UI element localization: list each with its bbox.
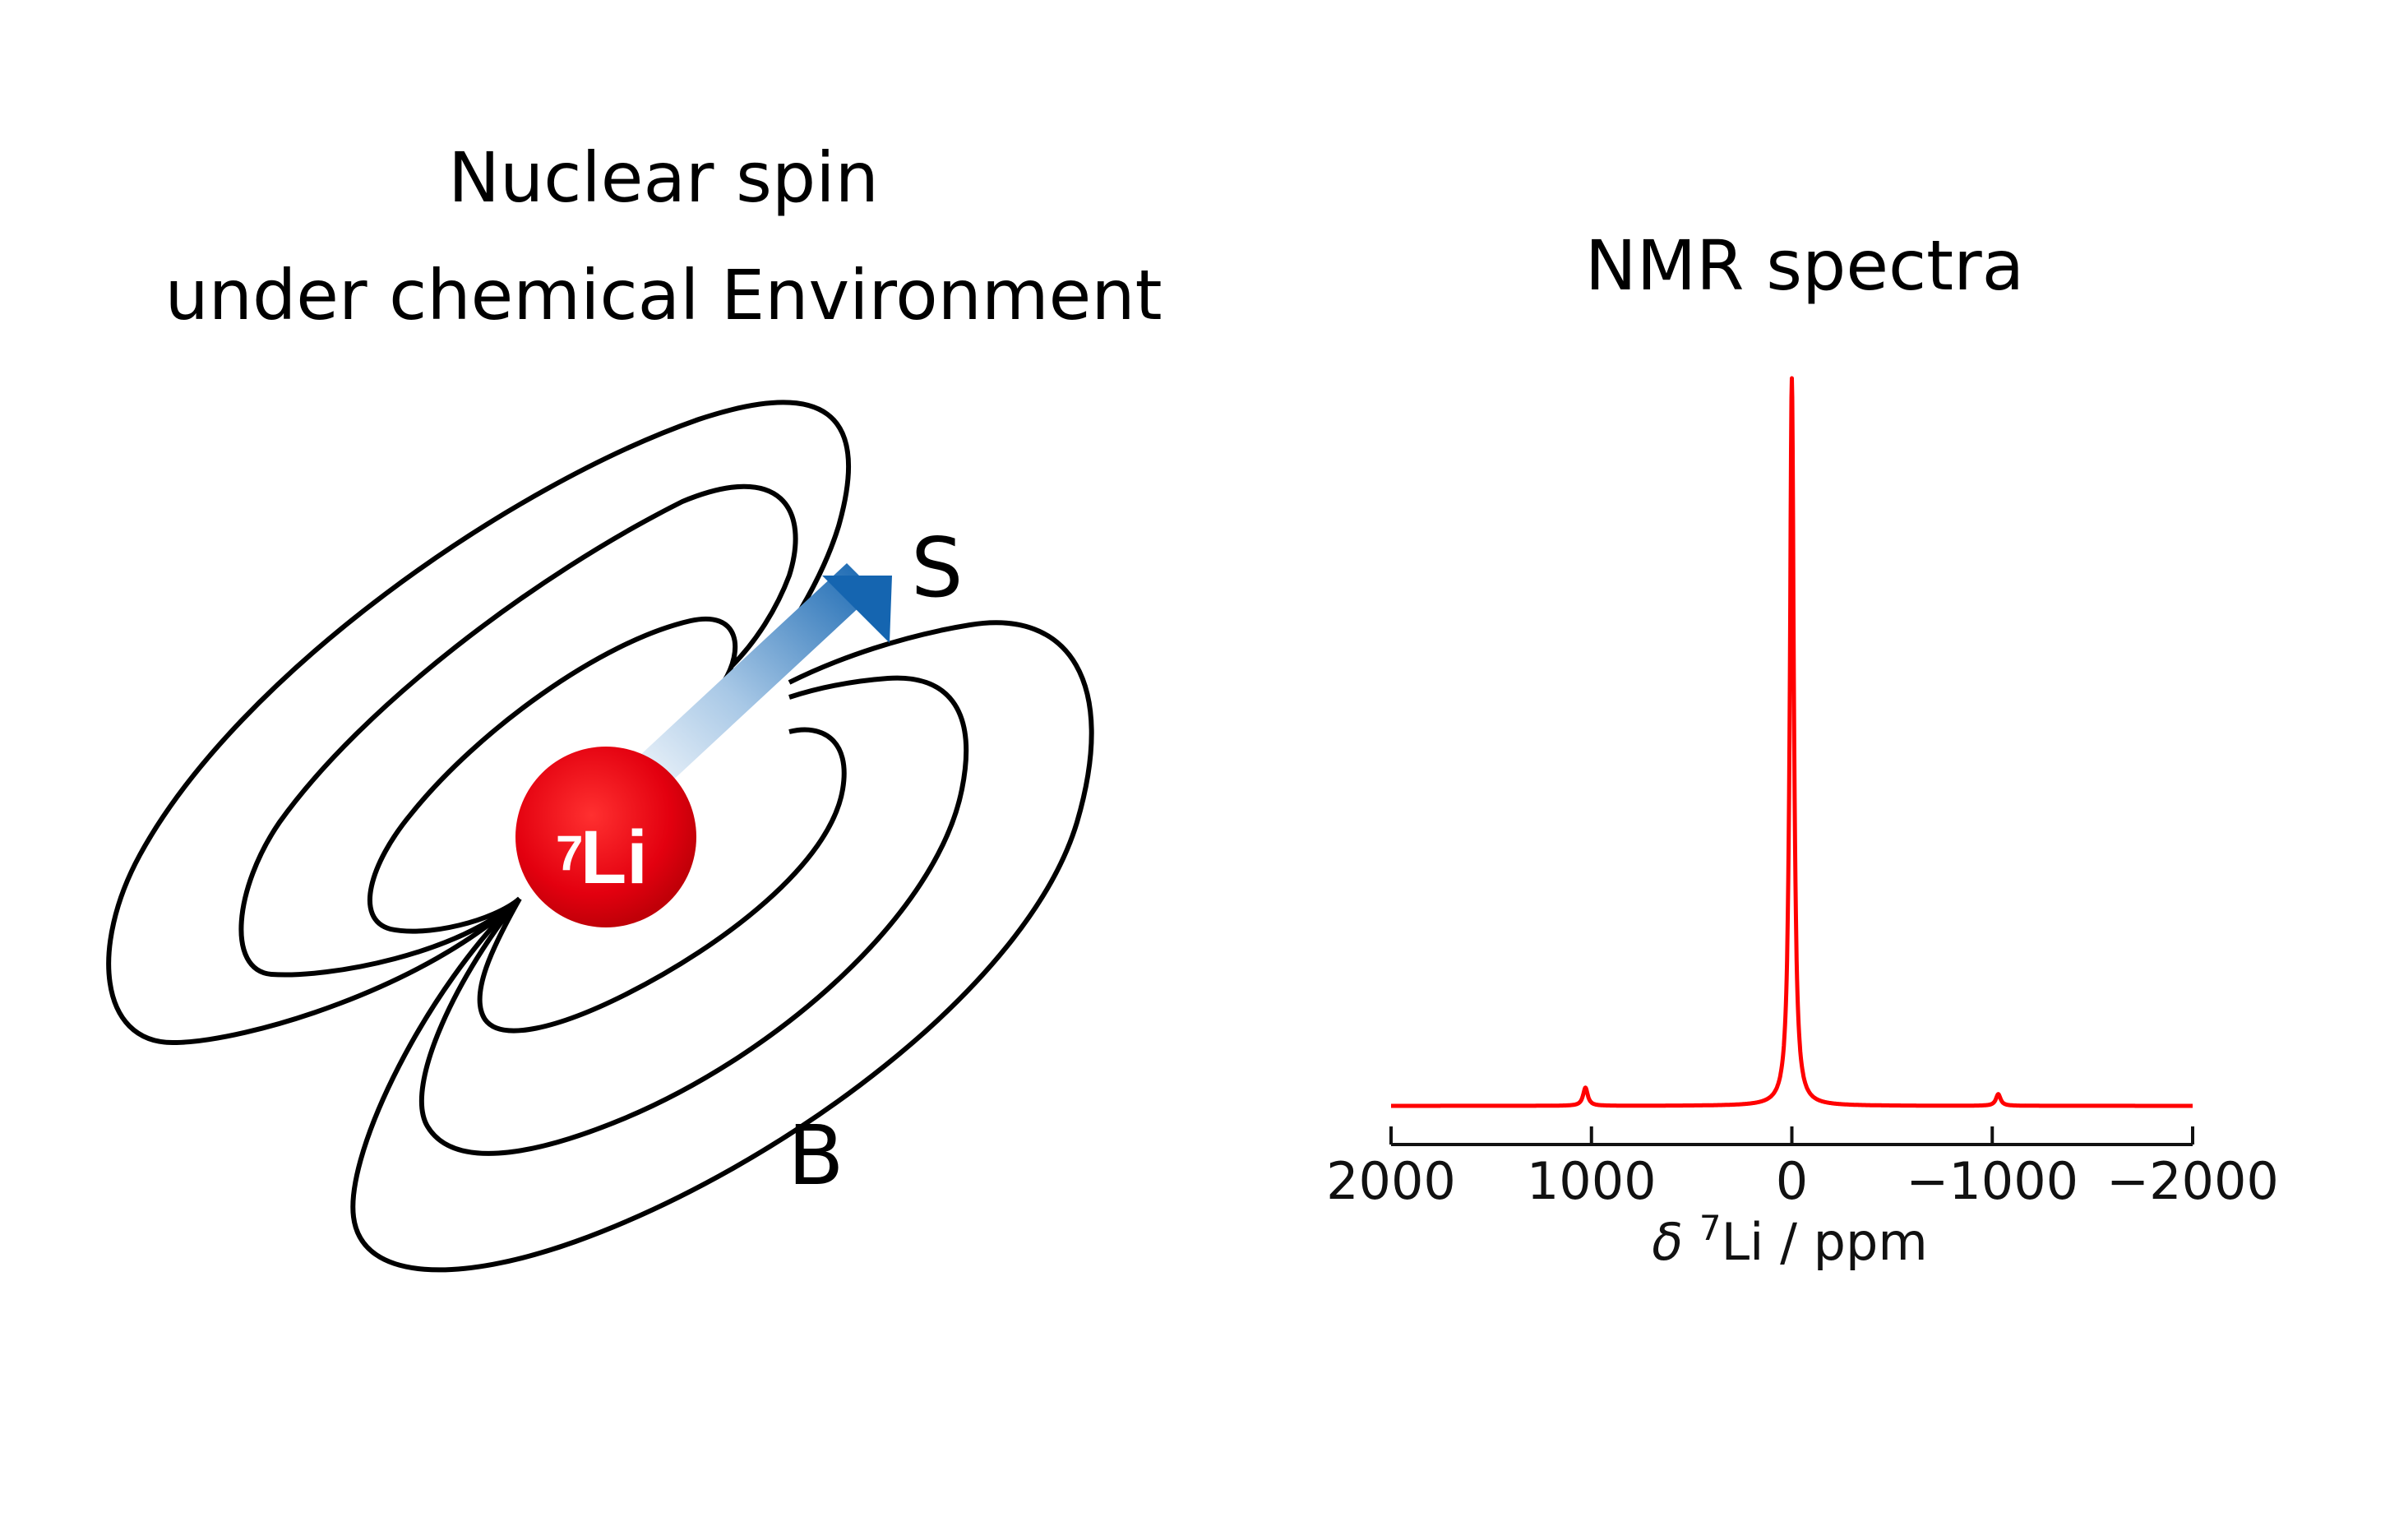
x-tick-label: −2000 <box>2106 1151 2279 1211</box>
spectrum-series-line <box>1389 376 2194 1108</box>
nuclear-spin-diagram: Nuclear spin under chemical Environment … <box>106 137 1163 1273</box>
x-axis-label-prefix: δ <box>1652 1212 1699 1272</box>
field-line-middle-upper <box>238 483 798 978</box>
x-tick-label: 2000 <box>1326 1151 1456 1211</box>
nucleus-mass-number: 7 <box>556 825 583 881</box>
field-line-inner-lower <box>477 727 847 1034</box>
field-line-inner-upper <box>367 617 738 934</box>
field-label: B <box>788 1108 844 1204</box>
diagram-title-line1: Nuclear spin <box>448 137 879 218</box>
x-axis-ticks: 2000 1000 0 −1000 −2000 <box>1326 1126 2279 1211</box>
field-line-outer-lower <box>350 620 1094 1273</box>
x-axis-label-superscript: 7 <box>1699 1208 1722 1248</box>
x-tick-label: 1000 <box>1527 1151 1657 1211</box>
field-line-middle-lower <box>418 675 969 1156</box>
nucleus-symbol: Li <box>580 816 648 899</box>
spin-label: S <box>911 520 963 616</box>
nucleus-ball <box>515 747 696 927</box>
field-line-outer-upper <box>106 400 852 1046</box>
x-axis-label: δ 7Li / ppm <box>1652 1208 1928 1272</box>
diagram-title-line2: under chemical Environment <box>164 255 1162 335</box>
spin-arrow-head <box>822 576 892 643</box>
x-tick-label: 0 <box>1776 1151 1808 1211</box>
spin-arrow-shaft <box>617 563 876 806</box>
magnetic-field-lines <box>106 400 1094 1273</box>
spin-arrow <box>617 563 892 806</box>
x-axis-label-rest: Li / ppm <box>1722 1212 1928 1272</box>
lithium-nucleus: 7 Li <box>515 747 696 927</box>
chart-title: NMR spectra <box>1585 225 2024 306</box>
x-tick-label: −1000 <box>1906 1151 2078 1211</box>
nmr-spectrum-chart: NMR spectra 2000 1000 0 −1000 −2000 δ 7Li / … <box>1326 225 2279 1272</box>
